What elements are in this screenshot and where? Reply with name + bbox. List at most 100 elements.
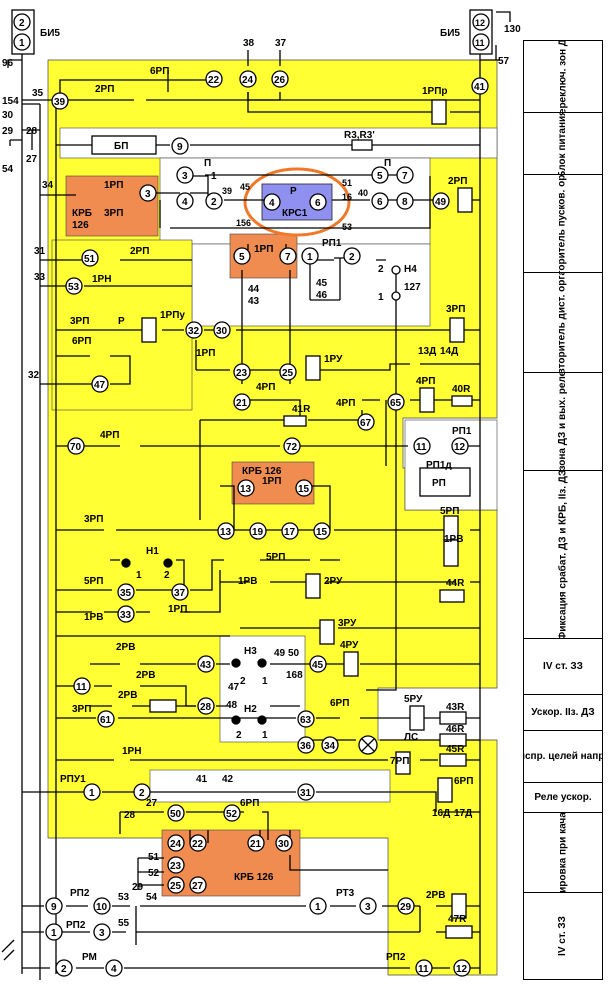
c11c: 11 <box>418 964 429 975</box>
node-29b: 29 <box>132 882 144 893</box>
label-1rppr: 1РПр <box>422 86 448 97</box>
c21b: 21 <box>250 839 262 850</box>
c22b: 22 <box>192 839 204 850</box>
c1e: 1 <box>51 928 57 939</box>
c33: 33 <box>120 610 132 621</box>
node-130: 130 <box>504 24 521 35</box>
label-13d: 13Д <box>418 346 436 357</box>
label-rm: РМ <box>82 952 97 963</box>
label-h1: Н1 <box>146 546 159 557</box>
node-127: 127 <box>404 282 421 293</box>
c45: 45 <box>312 660 324 671</box>
label-ls: ЛС <box>404 732 418 743</box>
c30: 30 <box>216 326 228 337</box>
legend-cell: Блокировка при качаниях <box>524 813 602 893</box>
label-2rv-coil: 2РВ <box>426 890 445 901</box>
c30b: 30 <box>278 839 290 850</box>
label-2rp-b: 2РП <box>448 176 467 187</box>
c24: 24 <box>242 75 254 86</box>
h4-2: 2 <box>378 264 384 275</box>
label-1rn-b: 1РН <box>122 746 141 757</box>
label-44r: 44R <box>446 578 465 589</box>
krs-p: Р <box>290 186 297 197</box>
r40-resistor <box>451 395 473 407</box>
c10: 10 <box>96 902 108 913</box>
legend-text: Ускор. IIз. ДЗ <box>531 706 595 718</box>
c8: 8 <box>402 197 408 208</box>
c61: 61 <box>100 715 112 726</box>
label-krb-1rp: 1РП <box>254 244 273 255</box>
node-32: 32 <box>28 370 40 381</box>
label-2ru: 2РУ <box>324 576 343 587</box>
legend-text: Iзона ДЗ и вых. реле <box>557 373 568 471</box>
c3-top: 3 <box>182 171 188 182</box>
label-1rp-b: 1РП <box>196 348 215 359</box>
label-1rv-b: 1РВ <box>84 612 103 623</box>
c63: 63 <box>300 715 312 726</box>
node-37: 37 <box>275 38 287 49</box>
node-27b: 27 <box>146 798 158 809</box>
label-4rp-coil: 4РП <box>416 376 435 387</box>
c24b: 24 <box>170 839 182 850</box>
c51: 51 <box>84 254 96 265</box>
label-2rp-c: 2РП <box>130 246 149 257</box>
node-52b: 52 <box>148 868 160 879</box>
c26: 26 <box>274 75 286 86</box>
r47-resistor <box>445 925 473 939</box>
label-5rp-a: 5РП <box>266 552 285 563</box>
label-h2: Н2 <box>244 704 257 715</box>
node-51: 51 <box>342 178 352 188</box>
rp6-coil <box>437 777 453 803</box>
c25b: 25 <box>170 881 182 892</box>
h2-2: 2 <box>236 730 242 741</box>
c29: 29 <box>400 902 412 913</box>
c15b: 15 <box>316 527 328 538</box>
c2b: 2 <box>349 252 355 263</box>
c49: 49 <box>435 197 447 208</box>
c21: 21 <box>236 398 248 409</box>
node-154: 154 <box>2 96 19 107</box>
node-27: 27 <box>26 154 38 165</box>
label-4rp-b: 4РП <box>336 398 355 409</box>
c3b: 3 <box>365 902 371 913</box>
node-41: 41 <box>196 774 208 785</box>
label-krb-1rp-c: 1РП <box>262 476 281 487</box>
legend-text: Повторитель дист. органа <box>557 273 569 373</box>
c3c: 3 <box>99 928 105 939</box>
c9: 9 <box>177 142 183 153</box>
c47: 47 <box>94 380 106 391</box>
label-1rpu: 1РПу <box>160 310 185 321</box>
legend-cell: Неиспр. целей напряж. <box>524 731 602 783</box>
label-45r: 45R <box>446 744 465 755</box>
node-54: 54 <box>2 164 14 175</box>
label-1rp-c: 1РП <box>168 604 187 615</box>
c23: 23 <box>236 368 248 379</box>
c39: 39 <box>54 97 66 108</box>
label-2rv-b: 2РВ <box>136 670 155 681</box>
node-50: 50 <box>288 648 300 659</box>
label-6rp-b: 6РП <box>72 336 91 347</box>
legend-sidebar: Переключ. зон ДЗ Блок питания Повторител… <box>523 40 603 980</box>
c7: 7 <box>402 171 408 182</box>
c65: 65 <box>390 398 402 409</box>
label-h3: Н3 <box>244 646 257 657</box>
r3-resistor <box>351 139 373 151</box>
label-5rp-b: 5РП <box>84 576 103 587</box>
c23b: 23 <box>170 861 182 872</box>
krb126-a: КРБ <box>72 208 92 219</box>
label-rp1-coil: РП1 <box>452 426 472 437</box>
label-43r: 43R <box>446 702 465 713</box>
node-168: 168 <box>286 670 303 681</box>
white-zone-left <box>51 239 193 411</box>
c1c: 1 <box>89 788 95 799</box>
legend-cell: Повторитель дист. органа <box>524 273 602 373</box>
h1-1: 1 <box>136 570 142 581</box>
c41: 41 <box>474 82 486 93</box>
node-28b: 28 <box>124 810 136 821</box>
term-l2: 2 <box>19 18 25 29</box>
label-3rp-d: 3РП <box>84 514 103 525</box>
node-29: 29 <box>2 126 14 137</box>
c72: 72 <box>286 442 298 453</box>
c35: 35 <box>120 588 132 599</box>
